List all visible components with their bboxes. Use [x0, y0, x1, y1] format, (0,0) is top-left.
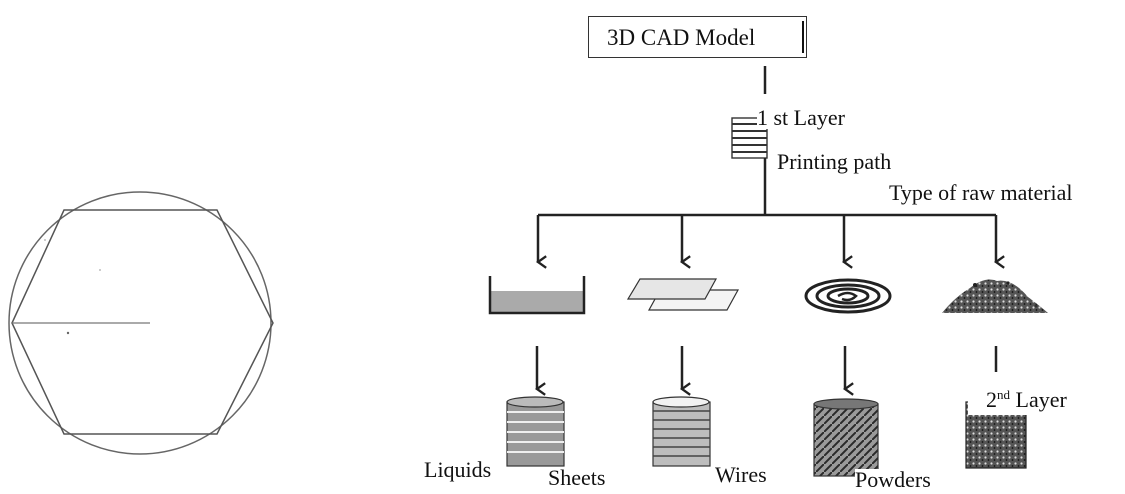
wire-layer-stack-icon: [813, 398, 879, 477]
powder-pile-icon: [942, 279, 1048, 313]
liquid-tank-icon: [488, 276, 586, 315]
sheet-layer-stack-icon: [652, 396, 711, 467]
hexagon-figure: [8, 191, 274, 455]
inscribed-hexagon: [11, 209, 274, 435]
material-label-wires: Wires: [715, 462, 767, 487]
printing-path-label: Printing path: [777, 149, 892, 174]
wire-coil-icon: [804, 278, 892, 314]
circumscribed-circle: [8, 191, 272, 455]
raw-material-heading: Type of raw material: [889, 180, 1073, 205]
sheets-icon: [626, 278, 740, 311]
material-label-powders: Powders: [855, 467, 931, 492]
liquid-layer-stack-icon: [506, 396, 565, 467]
first-layer-label: 1 st Layer: [757, 107, 849, 129]
second-layer-label: 2nd Layer: [968, 387, 1071, 415]
text-cursor-bar: [802, 21, 804, 53]
material-label-sheets: Sheets: [548, 465, 606, 490]
cad-model-box: 3D CAD Model: [588, 16, 807, 58]
material-label-liquids: Liquids: [424, 457, 494, 482]
cad-model-label: 3D CAD Model: [607, 25, 756, 50]
